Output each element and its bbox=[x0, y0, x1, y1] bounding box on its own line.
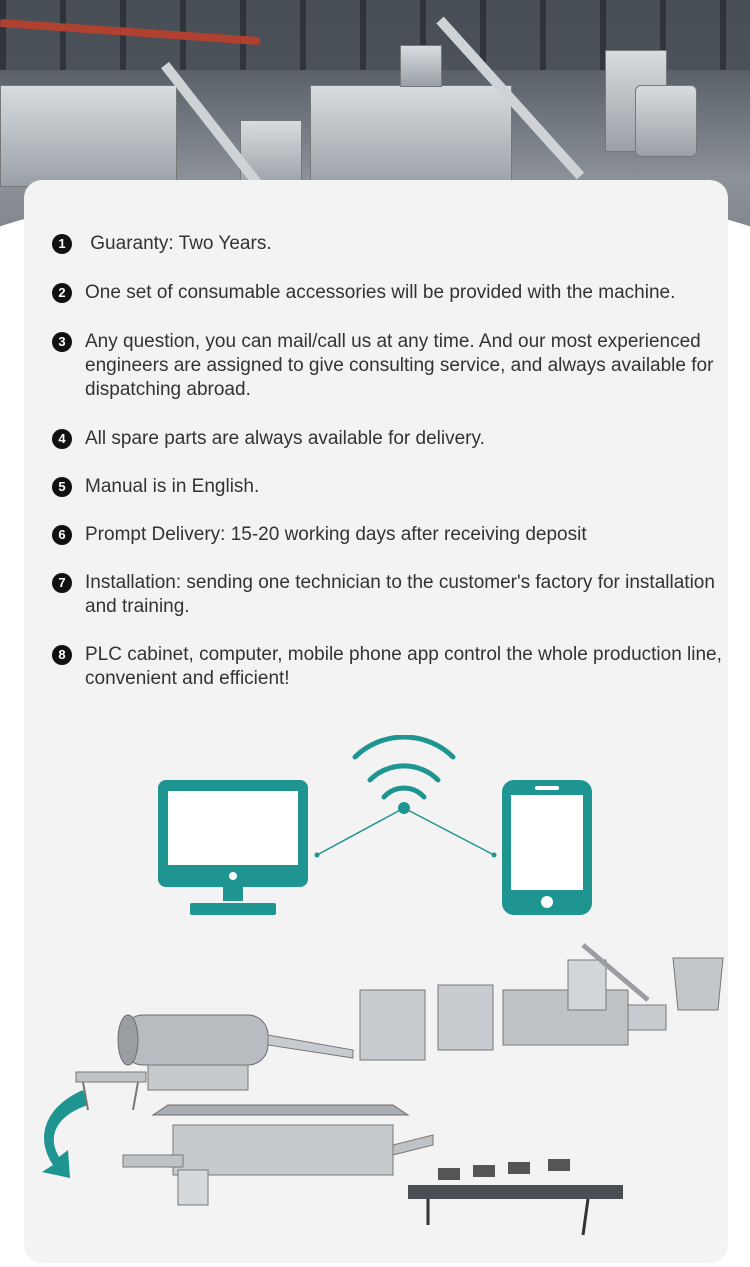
number-badge: 3 bbox=[52, 332, 72, 352]
remote-control-illustration bbox=[158, 735, 592, 915]
list-item-text: One set of consumable accessories will b… bbox=[85, 282, 676, 303]
list-item: 7 Installation: sending one technician t… bbox=[52, 571, 732, 619]
list-item: 4 All spare parts are always available f… bbox=[52, 427, 732, 451]
list-item-text: Any question, you can mail/call us at an… bbox=[85, 331, 714, 400]
number-badge: 1 bbox=[52, 234, 72, 254]
wifi-signal-icon bbox=[352, 735, 456, 814]
list-item-text: Installation: sending one technician to … bbox=[85, 572, 715, 617]
mobile-phone-icon bbox=[502, 780, 592, 915]
connection-line bbox=[403, 807, 495, 856]
number-badge: 8 bbox=[52, 645, 72, 665]
list-item: 8 PLC cabinet, computer, mobile phone ap… bbox=[52, 643, 732, 691]
factory-machine bbox=[310, 85, 512, 187]
number-badge: 2 bbox=[52, 283, 72, 303]
cooling-conveyor bbox=[408, 1159, 623, 1236]
list-item: 3 Any question, you can mail/call us at … bbox=[52, 330, 732, 402]
list-item-text: PLC cabinet, computer, mobile phone app … bbox=[85, 644, 722, 689]
number-badge: 4 bbox=[52, 429, 72, 449]
list-item-text: Guaranty: Two Years. bbox=[85, 233, 272, 254]
factory-machine bbox=[400, 45, 442, 87]
number-badge: 6 bbox=[52, 525, 72, 545]
connection-line bbox=[316, 807, 405, 856]
factory-machine bbox=[0, 85, 177, 187]
factory-machine bbox=[635, 85, 697, 157]
extruder-machines bbox=[359, 943, 724, 1061]
list-item-text: Prompt Delivery: 15-20 working days afte… bbox=[85, 524, 587, 545]
list-item: 6 Prompt Delivery: 15-20 working days af… bbox=[52, 523, 732, 547]
small-conveyor bbox=[75, 1071, 147, 1111]
list-item: 2 One set of consumable accessories will… bbox=[52, 281, 732, 305]
production-line-illustration bbox=[42, 943, 724, 1236]
number-badge: 7 bbox=[52, 573, 72, 593]
list-item: 1 Guaranty: Two Years. bbox=[52, 232, 732, 256]
fryer-machine bbox=[122, 1104, 434, 1206]
list-item-text: Manual is in English. bbox=[85, 476, 260, 497]
list-item-text: All spare parts are always available for… bbox=[85, 428, 485, 449]
list-item: 5 Manual is in English. bbox=[52, 475, 732, 499]
curved-arrow-icon bbox=[42, 1090, 88, 1178]
service-list: 1 Guaranty: Two Years. 2 One set of cons… bbox=[52, 232, 732, 691]
number-badge: 5 bbox=[52, 477, 72, 497]
seasoning-drum-machine bbox=[117, 1014, 354, 1091]
computer-monitor-icon bbox=[158, 780, 308, 915]
